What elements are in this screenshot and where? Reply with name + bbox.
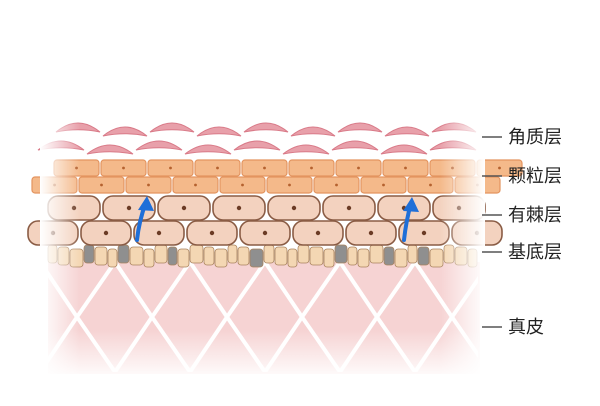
basal-cell xyxy=(108,249,117,267)
cell-granule xyxy=(357,167,360,170)
basal-stem-cell xyxy=(118,245,129,263)
cell-granule xyxy=(100,184,103,187)
corneocyte xyxy=(385,127,429,136)
cell-nucleus xyxy=(127,206,131,210)
cell-granule xyxy=(122,167,125,170)
cell-nucleus xyxy=(263,231,267,235)
cell-granule xyxy=(147,184,150,187)
dermis-fiber xyxy=(490,262,527,317)
basal-cell xyxy=(324,249,334,267)
label-stratum-corneum: 角质层 xyxy=(508,127,562,148)
basal-cell xyxy=(275,247,287,265)
label-granular-layer: 颗粒层 xyxy=(508,166,562,187)
cell-nucleus xyxy=(369,231,373,235)
corneocyte xyxy=(234,141,280,150)
basal-stem-cell xyxy=(168,247,177,265)
corneocyte xyxy=(244,123,288,132)
cell-nucleus xyxy=(347,206,351,210)
cell-granule xyxy=(404,167,407,170)
basal-stem-cell xyxy=(335,245,347,263)
basal-cell xyxy=(264,245,274,263)
basal-cell xyxy=(144,249,154,267)
basal-cell xyxy=(358,249,369,267)
cell-granule xyxy=(288,184,291,187)
cell-granule xyxy=(335,184,338,187)
cell-nucleus xyxy=(210,231,214,235)
cell-nucleus xyxy=(237,206,241,210)
dermis-fiber xyxy=(2,262,40,317)
basal-cell xyxy=(298,245,309,263)
basal-stem-cell xyxy=(84,245,94,263)
basal-cell xyxy=(238,247,249,265)
cell-granule xyxy=(310,167,313,170)
corneocyte xyxy=(136,141,182,150)
basal-cell xyxy=(190,245,203,263)
basal-stem-cell xyxy=(384,247,394,265)
basal-stem-cell xyxy=(250,249,263,267)
corneocyte xyxy=(381,145,427,154)
corneocyte xyxy=(283,145,329,154)
basal-cell xyxy=(395,249,407,267)
corneocyte xyxy=(185,145,231,154)
corneocyte xyxy=(338,123,382,132)
cell-granule xyxy=(169,167,172,170)
basal-cell xyxy=(370,245,383,263)
cell-granule xyxy=(263,167,266,170)
basal-cell xyxy=(95,247,107,265)
cell-nucleus xyxy=(157,231,161,235)
basal-cell xyxy=(288,249,297,267)
cell-granule xyxy=(498,167,501,170)
basal-cell xyxy=(155,245,167,263)
corneocyte xyxy=(332,141,378,150)
cell-nucleus xyxy=(182,206,186,210)
cell-granule xyxy=(194,184,197,187)
basal-cell xyxy=(310,247,323,265)
cell-granule xyxy=(429,184,432,187)
basal-cell xyxy=(204,247,214,265)
basal-cell xyxy=(228,245,237,263)
corneocyte xyxy=(103,127,147,136)
cell-granule xyxy=(382,184,385,187)
label-basal-layer: 基底层 xyxy=(508,242,562,263)
basal-cell xyxy=(348,247,357,265)
cell-granule xyxy=(241,184,244,187)
cell-nucleus xyxy=(316,231,320,235)
label-dermis: 真皮 xyxy=(508,317,544,338)
stratum-corneum-layer xyxy=(38,123,476,154)
basal-stem-cell xyxy=(418,247,429,265)
spinous-layer xyxy=(28,196,502,245)
corneocyte xyxy=(197,127,241,136)
cell-granule xyxy=(216,167,219,170)
corneocyte xyxy=(291,127,335,136)
cell-nucleus xyxy=(422,231,426,235)
label-spinous-layer: 有棘层 xyxy=(508,205,562,226)
cell-nucleus xyxy=(292,206,296,210)
cell-nucleus xyxy=(104,231,108,235)
corneocyte xyxy=(87,145,133,154)
basal-cell xyxy=(130,247,143,265)
basal-cell xyxy=(178,249,189,267)
basal-cell xyxy=(408,245,417,263)
corneocyte xyxy=(150,123,194,132)
basal-cell xyxy=(215,249,227,267)
